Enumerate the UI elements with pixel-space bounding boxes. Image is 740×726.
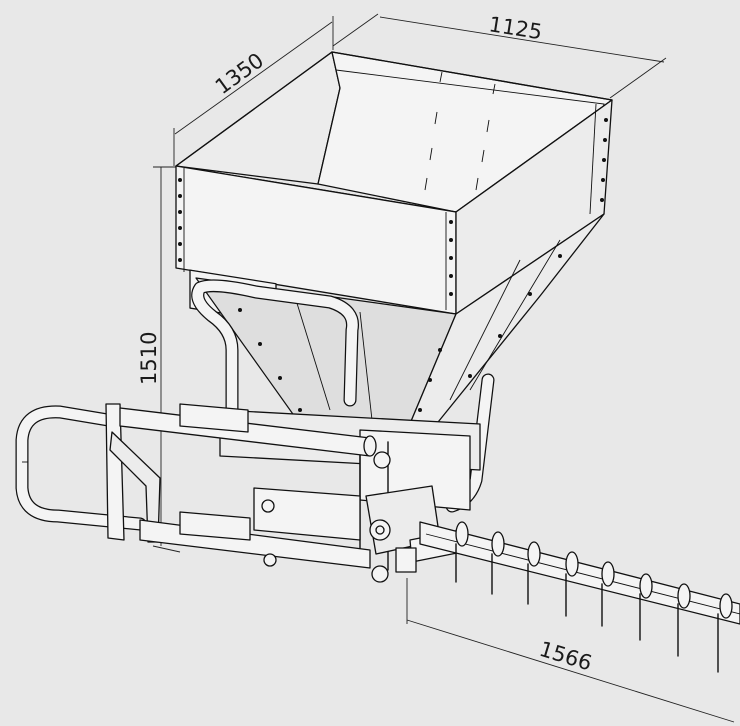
dimension-label-1510: 1510 <box>137 332 161 385</box>
auger-tines <box>455 543 719 673</box>
dimension-label-1350: 1350 <box>211 48 268 99</box>
hopper-hidden-edges <box>424 71 496 191</box>
auger-bar <box>419 521 740 673</box>
hopper-bolt-holes <box>178 118 608 412</box>
hopper-funnel-side <box>403 213 605 439</box>
dimension-label-1125: 1125 <box>487 12 544 44</box>
hopper <box>175 51 613 439</box>
dimension-height: 1510 <box>137 166 181 553</box>
tow-handle <box>15 403 161 543</box>
lower-cross-tube <box>139 511 389 583</box>
auger-collars <box>455 521 733 619</box>
upper-cross-tube <box>119 403 391 469</box>
